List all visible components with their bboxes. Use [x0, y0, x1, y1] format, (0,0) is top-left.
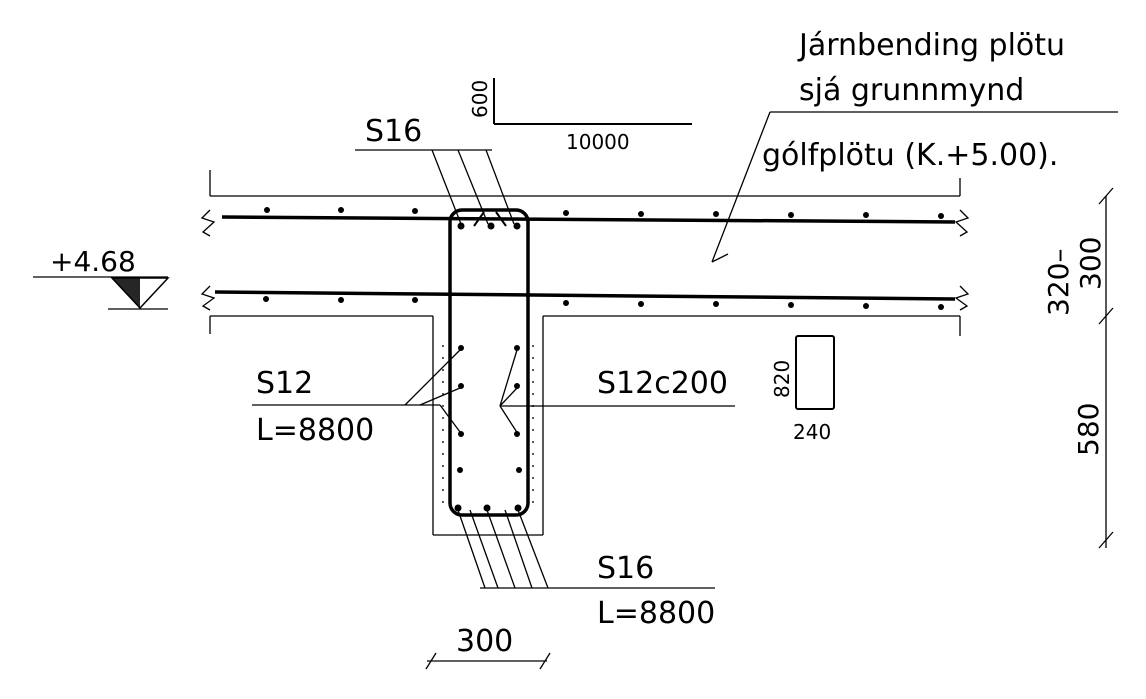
- stirrup-width: 240: [793, 420, 831, 444]
- beam-outline: [432, 316, 544, 536]
- beam-longitudinal-bars: [454, 222, 522, 512]
- slab-top-reinforcement: [221, 215, 956, 224]
- stirrup-label: S12c200: [597, 366, 728, 401]
- note-line-1: Járnbending plötu: [797, 28, 1065, 63]
- bottom-bar-callout: S16 L=8800: [457, 509, 715, 631]
- scale-vertical-label: 600: [468, 80, 492, 118]
- stirrup-shape-detail: 820 240: [770, 335, 835, 444]
- slab-thickness-a: 320–: [1042, 249, 1075, 316]
- bottom-bar-length: L=8800: [597, 596, 715, 631]
- scale-indicator: 600 10000: [468, 78, 692, 154]
- note-line-2: sjá grunnmynd: [799, 73, 1024, 108]
- top-bar-callout: S16: [355, 114, 515, 225]
- slab-reinforcement-note: Járnbending plötu sjá grunnmynd gólfplöt…: [711, 28, 1118, 263]
- side-bar-callout: S12 L=8800: [252, 349, 461, 448]
- level-mark: +4.68: [33, 245, 170, 310]
- beam-width-dimension: 300: [425, 624, 551, 670]
- slab-thickness-b: 300: [1074, 237, 1107, 290]
- note-line-3: gólfplötu (K.+5.00).: [762, 138, 1058, 173]
- slab-outline: [200, 170, 970, 336]
- beam-width: 300: [456, 624, 513, 659]
- top-bar-label: S16: [365, 114, 422, 149]
- bottom-bar-label: S16: [597, 551, 654, 586]
- level-label: +4.68: [50, 245, 136, 278]
- scale-horizontal-label: 10000: [566, 130, 630, 154]
- stirrup-height: 820: [770, 360, 794, 398]
- slab-bottom-reinforcement: [214, 290, 956, 301]
- side-bar-label: S12: [256, 366, 313, 401]
- vertical-dimension-chain: 320– 300 580: [1042, 187, 1114, 549]
- side-bar-length: L=8800: [256, 413, 374, 448]
- slab-distribution-bars: [263, 207, 944, 310]
- beam-depth: 580: [1072, 403, 1105, 456]
- stirrup-callout: S12c200: [499, 349, 735, 435]
